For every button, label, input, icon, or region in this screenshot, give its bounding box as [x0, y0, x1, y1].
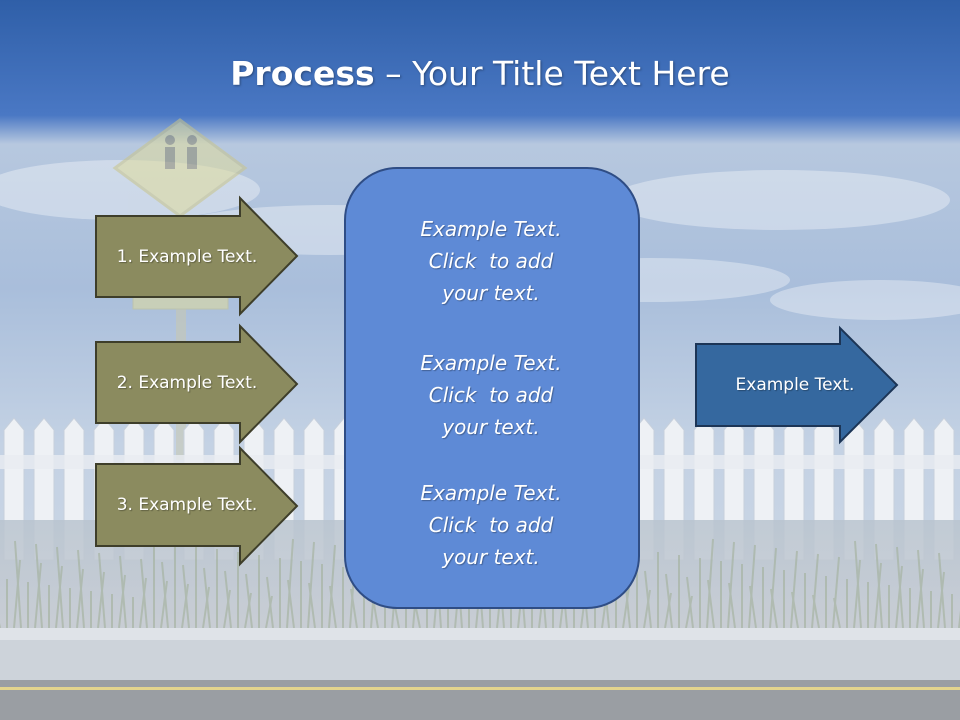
center-block-2-line2: Click to add [428, 383, 554, 407]
center-block-1[interactable]: Example Text. Click to add your text. [345, 213, 637, 309]
center-block-3-line2: Click to add [428, 513, 554, 537]
grass-blade [202, 586, 210, 629]
grass-blade [181, 583, 189, 629]
center-block-1-line1: Example Text. [420, 217, 562, 241]
center-block-1-line2: Click to add [428, 249, 554, 273]
slide-title[interactable]: Process – Your Title Text Here [0, 54, 960, 93]
grass-blade [77, 549, 85, 629]
grass-blade [896, 546, 904, 629]
grass-blade [56, 546, 64, 629]
step-1-arrow [95, 195, 299, 317]
title-rest: Your Title Text Here [412, 54, 730, 93]
output-arrow [695, 325, 899, 445]
grass-blade [664, 592, 672, 629]
grass-blade [937, 571, 945, 629]
grass-blade [224, 570, 232, 629]
step-2-arrow [95, 323, 299, 445]
grass-blade [770, 588, 778, 629]
grass-blade [728, 582, 736, 629]
center-box [344, 167, 640, 609]
grass-blade [55, 565, 63, 629]
title-dash: – [374, 54, 413, 93]
center-block-2-line3: your text. [442, 415, 540, 439]
grass-blade [875, 543, 883, 629]
grass-blade [182, 564, 190, 629]
grass-blade [686, 576, 694, 629]
grass-blade [98, 552, 106, 629]
grass-blade [119, 555, 127, 629]
grass-blade [707, 579, 715, 629]
grass-blade [13, 559, 21, 629]
grass-blade [266, 576, 274, 629]
grass-blade [749, 585, 757, 629]
step-3-arrow [95, 445, 299, 567]
grass-blade [811, 553, 819, 629]
center-block-2[interactable]: Example Text. Click to add your text. [345, 347, 637, 443]
grass-blade [118, 574, 126, 629]
grass-blade [644, 570, 652, 629]
grass-blade [665, 573, 673, 629]
title-bold: Process [230, 54, 375, 93]
step-3-label[interactable]: 3. Example Text. [116, 495, 258, 515]
center-block-2-line1: Example Text. [420, 351, 562, 375]
grass-blade [853, 559, 861, 629]
grass-blade [622, 586, 630, 629]
grass-blade [938, 552, 946, 629]
grass-blade [140, 558, 148, 629]
grass-blade [160, 580, 168, 629]
grass-blade [643, 589, 651, 629]
grass-blade [35, 543, 43, 629]
grass-blade [833, 597, 841, 629]
grass-blade [139, 577, 147, 629]
grass-blade [791, 591, 799, 629]
grass-blade [244, 592, 252, 629]
grass-blade [748, 544, 756, 629]
grass-blade [34, 562, 42, 629]
grass-blade [203, 567, 211, 629]
grass-blade [790, 550, 798, 629]
grass-blade [329, 585, 337, 629]
grass-blade [812, 594, 820, 629]
grass-blade [265, 595, 273, 629]
grass-blade [854, 540, 862, 629]
grass-blade [76, 568, 84, 629]
grass-blade [350, 588, 358, 629]
grass-blade [706, 538, 714, 629]
center-block-3[interactable]: Example Text. Click to add your text. [345, 477, 637, 573]
step-2-label[interactable]: 2. Example Text. [116, 372, 258, 393]
sidewalk [0, 640, 960, 680]
grass-blade [917, 549, 925, 629]
grass-blade [685, 595, 693, 629]
grass-blade [245, 573, 253, 629]
curb-top [0, 628, 960, 640]
grass-blade [895, 565, 903, 629]
grass-blade [308, 582, 316, 629]
grass-blade [97, 571, 105, 629]
grass-blade [328, 544, 336, 629]
grass-blade [874, 562, 882, 629]
road [0, 680, 960, 720]
center-block-3-line3: your text. [442, 545, 540, 569]
center-block-1-line3: your text. [442, 281, 540, 305]
road-line [0, 687, 960, 690]
grass-blade [832, 556, 840, 629]
grass-blade [14, 540, 22, 629]
grass-blade [287, 579, 295, 629]
grass-blade [286, 538, 294, 629]
grass-blade [916, 568, 924, 629]
center-block-3-line1: Example Text. [420, 481, 562, 505]
output-label[interactable]: Example Text. [735, 375, 855, 395]
grass-blade [223, 589, 231, 629]
grass-blade [161, 561, 169, 629]
grass-blade [727, 541, 735, 629]
grass-blade [769, 547, 777, 629]
grass-blade [307, 541, 315, 629]
step-1-label[interactable]: 1. Example Text. [116, 246, 258, 267]
